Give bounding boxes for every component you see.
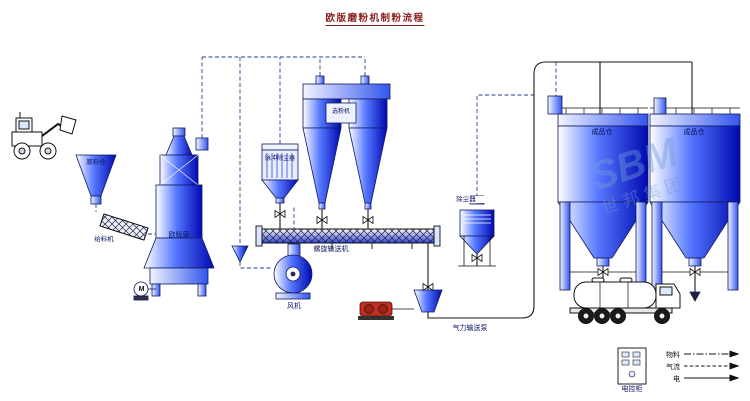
grinding-mill [133, 127, 215, 301]
legend-arrows [684, 350, 740, 382]
tanker-truck [569, 277, 681, 324]
fan [273, 243, 313, 300]
raw-hopper [75, 154, 117, 205]
air-damper [231, 245, 249, 263]
screw-conveyor [255, 225, 441, 249]
control-cabinet [617, 347, 647, 385]
pulse-bag-filter [261, 143, 299, 204]
air-duct-lines [95, 56, 557, 269]
pneumatic-pump [358, 289, 443, 320]
vibrating-feeder [99, 213, 149, 241]
legend-material-label: 物料 [666, 352, 680, 359]
rotary-valves [274, 209, 701, 292]
legend-airflow-label: 气流 [666, 364, 680, 371]
legend-electric-label: 电 [673, 376, 680, 383]
diagram-title: 欧版磨粉机制粉流程 [325, 10, 425, 26]
wheel-loader [11, 112, 77, 160]
product-silo-right [649, 97, 741, 302]
dust-collector [458, 195, 496, 267]
cyclone-separators [302, 75, 391, 210]
classifier-label-plate [325, 102, 357, 124]
